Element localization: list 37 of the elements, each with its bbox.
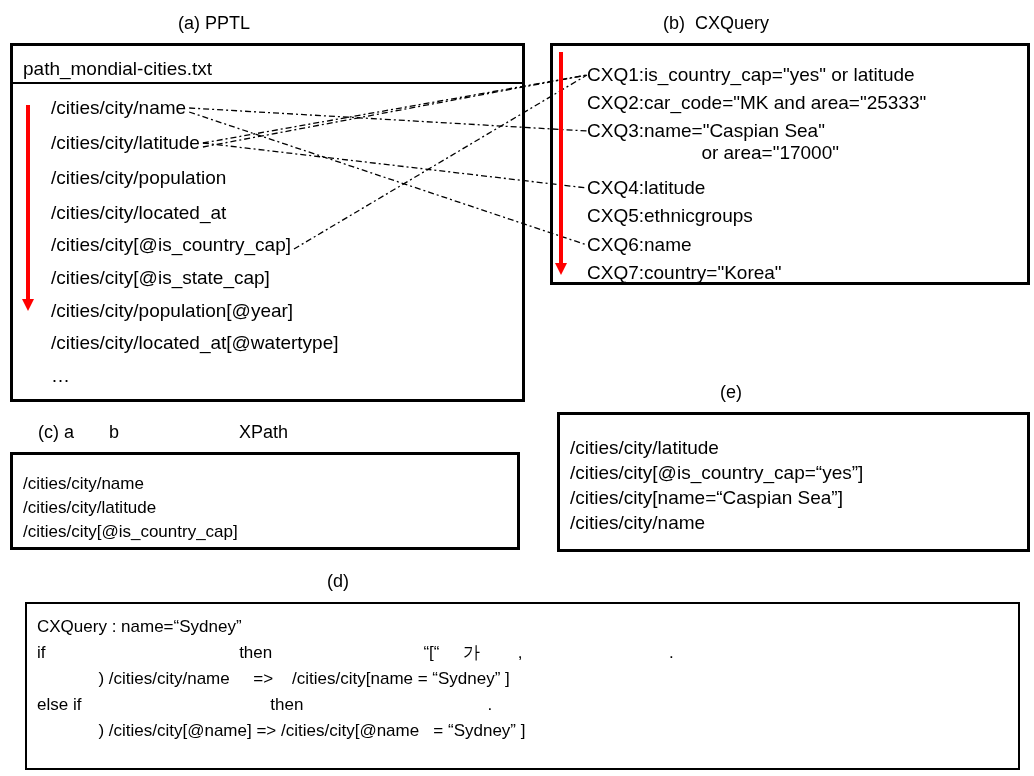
dash-dot-connector xyxy=(188,111,588,246)
path-entry: CXQ7:country="Korea" xyxy=(587,262,782,284)
dash-dot-connector xyxy=(293,74,588,250)
code-line: /cities/city/name xyxy=(570,512,706,534)
path-entry: /cities/city[@is_state_cap] xyxy=(51,267,270,289)
path-entry: … xyxy=(51,365,70,387)
path-entry: /cities/city/located_at[@watertype] xyxy=(51,332,339,354)
code-line: ) /cities/city/name => /cities/city[name = “Sydney” ] xyxy=(97,668,510,690)
path-entry: /cities/city/latitude xyxy=(51,132,200,154)
panel-title: (b) CXQuery xyxy=(663,12,770,34)
panel-title: (c) a b XPath xyxy=(38,421,289,443)
path-entry: CXQ2:car_code="MK and area="25333" xyxy=(587,92,927,114)
path-entry: CXQ5:ethnicgroups xyxy=(587,205,753,227)
panel-title: (e) xyxy=(720,381,742,403)
path-entry: /cities/city/name xyxy=(51,97,187,119)
code-line: /cities/city[@is_country_cap] xyxy=(23,521,238,543)
path-entry: CXQ3:name="Caspian Sea" or area="17000" xyxy=(587,120,839,164)
code-line: CXQuery : name=“Sydney” xyxy=(37,616,242,638)
code-line: /cities/city[@is_country_cap=“yes”] xyxy=(570,462,864,484)
file-name: path_mondial-cities.txt xyxy=(23,58,213,80)
panel-title: (d) xyxy=(327,570,349,592)
path-entry: /cities/city/population xyxy=(51,167,227,189)
path-entry: /cities/city/population[@year] xyxy=(51,300,294,322)
dash-dot-connector xyxy=(188,107,588,132)
path-entry: CXQ6:name xyxy=(587,234,692,256)
path-entry: CXQ1:is_country_cap="yes" or latitude xyxy=(587,64,915,86)
code-line: else if then . xyxy=(37,694,493,716)
code-line: if then “[“ 가 , . xyxy=(37,642,674,664)
path-entry: CXQ4:latitude xyxy=(587,177,706,199)
code-line: /cities/city[name=“Caspian Sea”] xyxy=(570,487,843,509)
code-line: /cities/city/latitude xyxy=(570,437,719,459)
code-line: /cities/city/name xyxy=(23,473,144,495)
path-entry: /cities/city/located_at xyxy=(51,202,227,224)
path-entry: /cities/city[@is_country_cap] xyxy=(51,234,291,256)
code-line: /cities/city/latitude xyxy=(23,497,157,519)
code-line: ) /cities/city[@name] => /cities/city[@name = “Sydney” ] xyxy=(97,720,526,742)
panel-title: (a) PPTL xyxy=(178,12,251,34)
